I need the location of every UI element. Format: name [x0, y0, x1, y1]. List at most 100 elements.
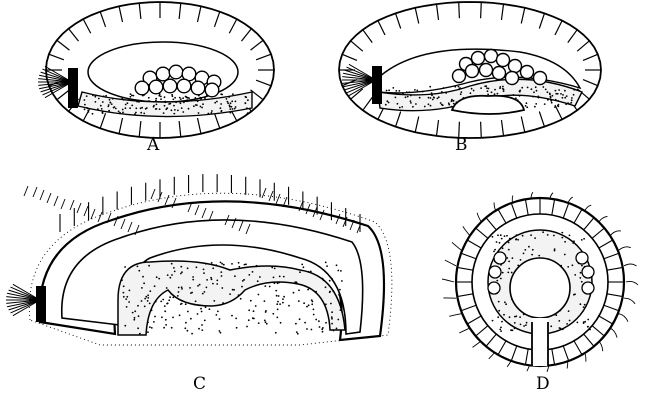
panel-c-granule: [192, 279, 194, 281]
panel-d-granule: [498, 301, 500, 303]
panel-c-granule: [187, 330, 189, 332]
panel-d-granule: [512, 257, 514, 259]
panel-c-granule: [266, 323, 268, 325]
panel-c-granule: [313, 309, 315, 311]
panel-a-granule: [125, 104, 127, 106]
panel-d-granule: [504, 235, 506, 237]
panel-a-granule: [102, 101, 104, 103]
panel-d-granule: [561, 232, 563, 234]
panel-d-cilium: [619, 247, 631, 250]
panel-c-granule: [244, 264, 246, 266]
panel-b-granule: [431, 92, 433, 94]
panel-d-granule: [530, 234, 532, 236]
panel-a-granule: [88, 111, 90, 113]
panel-c-granule: [201, 311, 203, 313]
panel-b-granule: [428, 103, 430, 105]
panel-a-yolk-cell: [135, 81, 149, 95]
panel-b-granule: [526, 106, 528, 108]
panel-c-granule: [205, 306, 207, 308]
panel-d-cilium: [624, 298, 635, 304]
panel-c-cilium: [40, 190, 44, 200]
panel-b-granule: [458, 86, 460, 88]
panel-b-granule: [430, 105, 432, 107]
panel-d-granule: [519, 316, 521, 318]
panel-c-granule: [325, 322, 327, 324]
panel-c-granule: [273, 277, 275, 279]
panel-b-granule: [460, 93, 462, 95]
panel-c-granule: [238, 262, 240, 264]
panel-d-cilium: [624, 264, 636, 266]
panel-a-granule: [245, 96, 247, 98]
panel-b-granule: [392, 87, 394, 89]
panel-c-granule: [248, 274, 250, 276]
panel-a-granule: [119, 113, 121, 115]
panel-a-granule: [173, 113, 175, 115]
panel-d-granule: [497, 234, 499, 236]
panel-d-granule: [564, 241, 566, 243]
panel-c-granule: [173, 267, 175, 269]
panel-b-granule: [519, 95, 521, 97]
panel-b-granule: [519, 91, 521, 93]
panel-c-granule: [243, 279, 245, 281]
panel-a-granule: [180, 98, 182, 100]
panel-a-granule: [86, 107, 88, 109]
panel-c-granule: [178, 291, 180, 293]
panel-c-granule: [272, 313, 274, 315]
panel-c-granule: [234, 275, 236, 277]
panel-d-granule: [589, 329, 591, 331]
panel-c-granule: [315, 319, 317, 321]
panel-d-granule: [515, 239, 517, 241]
panel-b-granule: [571, 99, 573, 101]
panel-c-granule: [204, 291, 206, 293]
panel-d-granule: [554, 250, 556, 252]
panel-c-granule: [181, 288, 183, 290]
panel-d-granule: [516, 234, 518, 236]
panel-b-yolk-cell: [485, 50, 498, 63]
panel-d-yolk-cell: [576, 252, 588, 264]
panel-c-granule: [252, 271, 254, 273]
panel-c-granule: [282, 302, 284, 304]
panel-d-granule: [584, 304, 586, 306]
panel-a-granule: [100, 105, 102, 107]
panel-b-granule: [567, 102, 569, 104]
panel-a-granule: [227, 101, 229, 103]
panel-d-granule: [496, 280, 498, 282]
panel-c-granule: [191, 333, 193, 335]
panel-d-granule: [500, 330, 502, 332]
panel-c-granule: [147, 294, 149, 296]
panel-c-granule: [167, 274, 169, 276]
panel-d-granule: [531, 254, 533, 256]
panel-c-granule: [160, 301, 162, 303]
panel-c-granule: [340, 270, 342, 272]
panel-d-yolk-cell: [489, 266, 501, 278]
panel-c-granule: [252, 317, 254, 319]
panel-a-granule: [160, 96, 162, 98]
panel-d-yolk-cell: [582, 266, 594, 278]
panel-b-granule: [497, 93, 499, 95]
panel-b-granule: [536, 90, 538, 92]
panel-c-granule: [181, 271, 183, 273]
panel-c-granule: [303, 302, 305, 304]
panel-a-granule: [84, 104, 86, 106]
panel-b-yolk-cell: [497, 54, 510, 67]
panel-a-granule: [175, 101, 177, 103]
panel-c-granule: [164, 310, 166, 312]
panel-a-granule: [109, 102, 111, 104]
panel-b-granule: [494, 93, 496, 95]
panel-a-granule: [181, 107, 183, 109]
panel-c-granule: [206, 279, 208, 281]
panel-b-granule: [486, 87, 488, 89]
panel-d-granule: [574, 274, 576, 276]
panel-b-cell-divider: [481, 122, 482, 138]
panel-c-granule: [236, 327, 238, 329]
panel-c-granule: [232, 289, 234, 291]
panel-a-granule: [163, 112, 165, 114]
panel-c-granule: [181, 286, 183, 288]
panel-c-granule: [143, 282, 145, 284]
panel-a-granule: [141, 107, 143, 109]
panel-c-granule: [185, 303, 187, 305]
panel-d-yolk-cell: [488, 282, 500, 294]
panel-c-granule: [277, 282, 279, 284]
panel-c-granule: [219, 318, 221, 320]
panel-c-granule: [155, 301, 157, 303]
